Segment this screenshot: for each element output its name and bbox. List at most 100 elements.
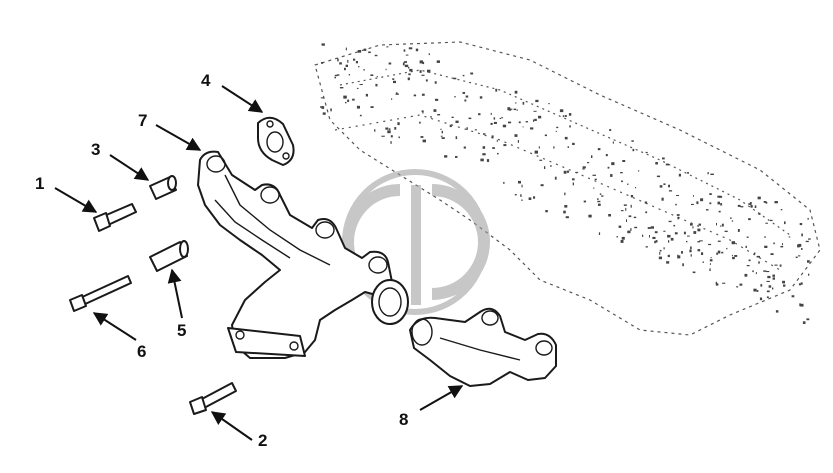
head-speck	[730, 217, 732, 219]
head-speck	[403, 61, 407, 63]
head-speck	[721, 223, 724, 227]
head-speck	[430, 116, 432, 118]
head-speck	[607, 166, 610, 169]
head-speck	[449, 124, 452, 128]
head-speck	[490, 122, 493, 125]
head-speck	[453, 77, 457, 80]
head-speck	[737, 204, 741, 207]
head-speck	[677, 255, 681, 259]
head-speck	[715, 283, 719, 286]
head-speck	[717, 201, 720, 205]
head-speck	[800, 282, 803, 285]
head-speck	[732, 256, 735, 260]
head-speck	[683, 231, 686, 235]
head-speck	[791, 295, 795, 298]
head-speck	[662, 157, 665, 160]
head-speck	[663, 247, 665, 250]
head-speck	[676, 214, 680, 216]
arrow-1	[54, 187, 98, 213]
head-speck	[421, 110, 424, 113]
head-speck	[697, 241, 700, 243]
head-speck	[775, 310, 779, 313]
head-speck	[503, 181, 505, 184]
head-speck	[772, 287, 774, 290]
head-speck	[746, 265, 750, 267]
head-speck	[344, 67, 346, 71]
head-speck	[321, 106, 325, 109]
head-speck	[353, 58, 356, 61]
head-speck	[757, 196, 761, 200]
head-speck	[520, 194, 522, 197]
head-speck	[764, 236, 766, 238]
head-speck	[691, 203, 694, 205]
head-speck	[435, 98, 439, 101]
head-speck	[419, 60, 423, 64]
head-speck	[764, 245, 768, 248]
head-speck	[658, 256, 662, 260]
head-speck	[631, 140, 634, 142]
head-speck	[404, 64, 409, 68]
head-speck	[650, 226, 654, 229]
head-speck	[368, 51, 371, 54]
head-speck	[708, 243, 712, 246]
head-speck	[608, 214, 611, 217]
head-speck	[681, 251, 683, 254]
head-speck	[427, 69, 431, 73]
head-speck	[495, 88, 498, 92]
head-speck	[788, 236, 791, 238]
callout-7-label: 7	[138, 111, 147, 130]
head-speck	[632, 148, 635, 152]
head-speck	[620, 210, 624, 212]
head-speck	[493, 117, 496, 120]
head-speck	[591, 155, 593, 158]
part-3-spacer	[149, 175, 177, 200]
head-speck	[572, 142, 575, 145]
head-speck	[385, 68, 387, 71]
head-speck	[654, 240, 656, 244]
head-speck	[441, 137, 445, 139]
head-speck	[583, 200, 586, 203]
head-speck	[563, 210, 566, 214]
head-speck	[347, 59, 349, 63]
head-speck	[569, 125, 571, 128]
head-speck	[496, 139, 498, 142]
head-speck	[522, 126, 524, 128]
head-speck	[535, 99, 539, 103]
head-speck	[593, 187, 595, 189]
head-speck	[322, 112, 326, 115]
head-speck	[514, 194, 517, 196]
head-speck	[540, 184, 544, 187]
head-speck	[682, 263, 684, 267]
head-speck	[434, 81, 437, 84]
head-speck	[556, 126, 559, 129]
head-speck	[609, 129, 612, 131]
head-speck	[463, 146, 466, 149]
head-speck	[642, 234, 644, 237]
head-speck	[339, 87, 344, 89]
arrow-8	[419, 385, 464, 411]
head-speck	[534, 150, 538, 154]
head-speck	[645, 246, 648, 248]
head-speck	[659, 185, 663, 188]
head-speck	[724, 230, 728, 232]
head-speck	[692, 271, 696, 274]
head-speck	[493, 121, 497, 124]
callout-2-label: 2	[258, 431, 267, 450]
head-speck	[605, 154, 608, 157]
head-speck	[670, 237, 674, 241]
head-speck	[709, 263, 711, 265]
head-speck	[337, 58, 339, 62]
head-speck	[466, 127, 468, 130]
head-speck	[765, 271, 770, 273]
head-speck	[731, 254, 733, 257]
head-speck	[402, 62, 405, 66]
head-speck	[799, 303, 801, 307]
head-speck	[533, 196, 536, 199]
head-speck	[363, 69, 365, 71]
head-speck	[320, 106, 322, 108]
head-speck	[709, 193, 712, 195]
head-speck	[544, 134, 547, 137]
head-speck	[392, 78, 395, 80]
head-speck	[374, 54, 378, 57]
head-speck	[678, 173, 681, 177]
